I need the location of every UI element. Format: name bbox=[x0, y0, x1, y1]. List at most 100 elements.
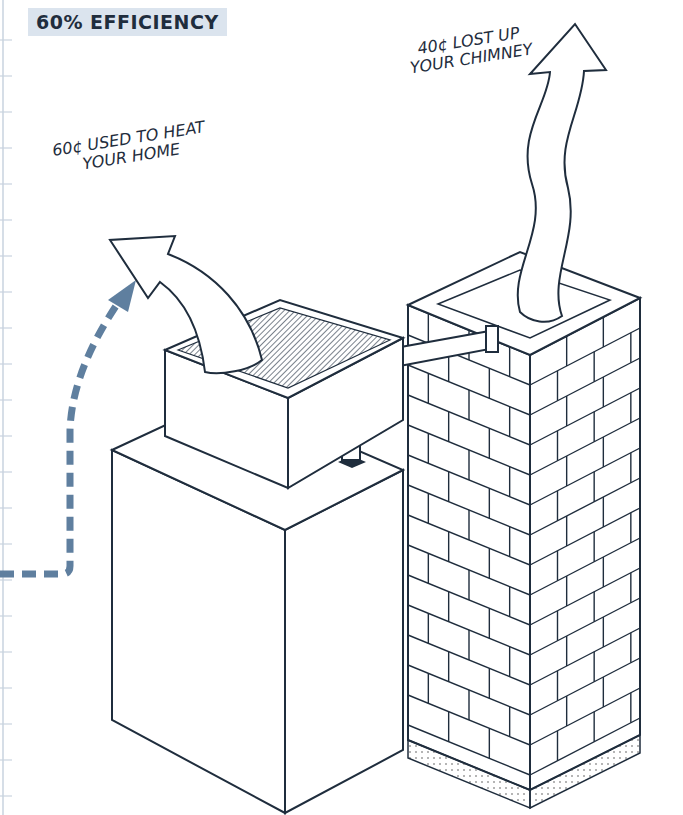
stroke bbox=[0, 435, 12, 436]
stroke bbox=[557, 371, 558, 401]
stroke bbox=[630, 393, 631, 423]
stroke bbox=[0, 291, 12, 292]
heat-arrow bbox=[110, 236, 262, 373]
stroke bbox=[0, 687, 12, 688]
stroke bbox=[489, 488, 490, 518]
stroke bbox=[428, 313, 429, 343]
stroke bbox=[489, 728, 490, 758]
stroke bbox=[428, 553, 429, 583]
brick-chimney bbox=[408, 252, 640, 808]
stroke bbox=[593, 532, 594, 562]
stroke bbox=[408, 725, 530, 775]
stroke bbox=[0, 507, 12, 508]
stroke bbox=[0, 399, 12, 400]
stroke bbox=[468, 390, 469, 420]
stroke bbox=[428, 613, 429, 643]
stroke bbox=[448, 532, 449, 562]
stroke bbox=[603, 377, 604, 407]
stroke bbox=[557, 611, 558, 641]
stroke bbox=[603, 557, 604, 587]
stroke bbox=[509, 467, 510, 497]
stroke bbox=[630, 573, 631, 603]
stroke bbox=[566, 516, 567, 546]
stroke bbox=[428, 493, 429, 523]
stroke bbox=[566, 336, 567, 366]
stroke bbox=[566, 576, 567, 606]
stroke bbox=[468, 630, 469, 660]
callout-label: 60¢ USED TO HEAT YOUR HOME bbox=[38, 116, 222, 180]
stroke bbox=[566, 636, 567, 666]
stroke bbox=[0, 579, 12, 580]
stroke bbox=[630, 693, 631, 723]
stroke bbox=[0, 651, 12, 652]
stroke bbox=[0, 75, 12, 76]
stroke bbox=[489, 548, 490, 578]
stroke bbox=[468, 570, 469, 600]
stroke bbox=[509, 407, 510, 437]
stroke bbox=[630, 453, 631, 483]
stroke bbox=[0, 111, 12, 112]
stroke bbox=[0, 615, 12, 616]
stroke bbox=[0, 255, 12, 256]
stroke bbox=[489, 668, 490, 698]
stroke bbox=[566, 456, 567, 486]
stroke bbox=[448, 652, 449, 682]
stroke bbox=[530, 538, 640, 595]
stroke bbox=[530, 418, 640, 475]
stroke bbox=[603, 497, 604, 527]
callout-label: 40¢ LOST UP YOUR CHIMNEY bbox=[398, 21, 542, 79]
dashed-arrow-head bbox=[108, 280, 136, 312]
stroke bbox=[566, 396, 567, 426]
stroke bbox=[428, 373, 429, 403]
stroke bbox=[566, 696, 567, 726]
stroke bbox=[0, 543, 12, 544]
stroke bbox=[530, 358, 640, 415]
stroke bbox=[468, 450, 469, 480]
stroke bbox=[630, 513, 631, 543]
page-margin bbox=[2, 0, 4, 815]
stroke bbox=[593, 712, 594, 742]
stroke bbox=[489, 608, 490, 638]
stroke bbox=[530, 628, 640, 685]
stroke bbox=[593, 472, 594, 502]
stroke bbox=[593, 412, 594, 442]
stroke bbox=[448, 472, 449, 502]
diagram-title: 60% EFFICIENCY bbox=[28, 8, 227, 36]
stroke bbox=[530, 688, 640, 745]
stroke bbox=[0, 471, 12, 472]
stroke bbox=[530, 448, 640, 505]
stroke bbox=[509, 527, 510, 557]
stroke bbox=[0, 183, 12, 184]
stroke bbox=[0, 147, 12, 148]
stroke bbox=[509, 347, 510, 377]
stroke bbox=[0, 327, 12, 328]
stroke bbox=[593, 592, 594, 622]
stroke bbox=[448, 712, 449, 742]
stroke bbox=[530, 658, 640, 715]
stroke bbox=[509, 707, 510, 737]
stroke bbox=[557, 551, 558, 581]
stroke bbox=[0, 39, 12, 40]
stroke bbox=[603, 617, 604, 647]
stroke bbox=[0, 363, 12, 364]
stroke bbox=[630, 333, 631, 363]
stroke bbox=[630, 633, 631, 663]
stroke bbox=[0, 759, 12, 760]
page-ticks bbox=[0, 40, 12, 796]
stroke bbox=[557, 491, 558, 521]
stroke bbox=[557, 671, 558, 701]
stroke bbox=[593, 652, 594, 682]
stroke bbox=[448, 412, 449, 442]
stroke bbox=[530, 388, 640, 445]
stroke bbox=[489, 428, 490, 458]
stroke bbox=[603, 437, 604, 467]
stroke bbox=[530, 718, 640, 775]
dashed-arrow bbox=[0, 300, 120, 574]
stroke bbox=[0, 723, 12, 724]
stroke bbox=[603, 677, 604, 707]
loss-arrow bbox=[518, 24, 606, 322]
stroke bbox=[603, 317, 604, 347]
stroke bbox=[509, 647, 510, 677]
stroke bbox=[557, 731, 558, 761]
